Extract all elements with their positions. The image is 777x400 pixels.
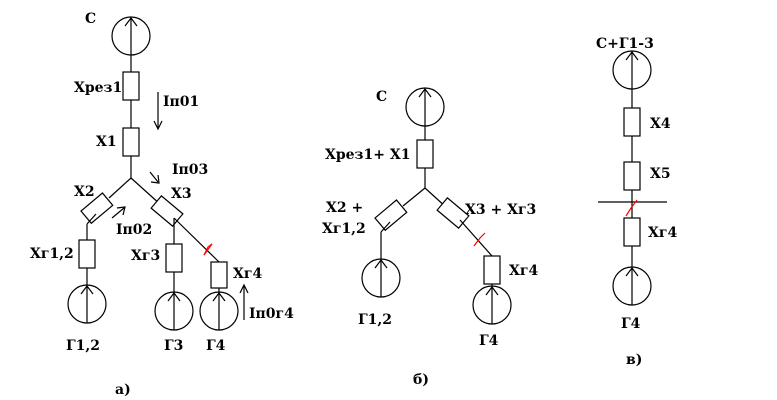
label-x3: Х3 (171, 186, 192, 202)
label-xres1-x1: Хрез1+ Х1 (325, 147, 410, 163)
generator-g3-a (154, 291, 194, 331)
label-g12-b: Г1,2 (358, 312, 392, 328)
caption-c: в) (626, 352, 642, 368)
reactance-xg4-c (623, 217, 641, 247)
reactance-x4 (623, 107, 641, 137)
fault-mark-c (625, 199, 638, 217)
reactance-xres1-x1 (416, 139, 434, 169)
reactance-x5 (623, 161, 641, 191)
label-ip03: Iп03 (172, 162, 208, 178)
label-x3-xg3: Х3 + Хг3 (465, 202, 536, 218)
reactance-xg4-a (210, 261, 228, 289)
diagram-c: С+Г1-3 Х4 Х5 Хг4 Г4 в) (596, 36, 677, 368)
label-x2-line2: Хг1,2 (322, 221, 366, 237)
reactance-x2 (80, 192, 114, 225)
generator-g4-a (199, 291, 239, 331)
reactance-x1 (122, 127, 140, 157)
label-xg4-b: Хг4 (509, 263, 538, 279)
label-source-c-a: С (85, 11, 96, 27)
reactance-x2-xg12 (374, 199, 408, 232)
source-c-b (405, 87, 445, 127)
generator-g12-a (67, 284, 107, 324)
generator-g4-c (612, 266, 652, 306)
current-arrow-ip0g4 (239, 283, 249, 320)
reactance-xg3 (165, 243, 183, 273)
label-g3-a: Г3 (164, 338, 183, 354)
label-xg4-c: Хг4 (648, 225, 677, 241)
generator-g12-b (361, 258, 401, 298)
label-x5: Х5 (650, 166, 671, 182)
current-arrow-ip02 (111, 206, 126, 219)
diagram-b: С Хрез1+ Х1 Х2 + Хг1,2 Х3 + Хг3 Хг4 Г1,2… (322, 87, 538, 388)
caption-b: б) (413, 372, 429, 388)
label-xg12: Хг1,2 (30, 246, 74, 262)
label-x1: Х1 (96, 134, 117, 150)
label-source-c-b: С (376, 89, 387, 105)
fault-mark-b (473, 232, 486, 247)
reactance-xg4-b (483, 255, 501, 285)
source-c-g13 (612, 50, 652, 90)
source-c-a (111, 16, 151, 56)
diagram-a: С Хрез1 Iп01 Х1 Iп03 Х2 Х3 Iп02 Хг1,2 Хг… (30, 11, 294, 398)
label-ip0g4: Iп0г4 (249, 306, 294, 322)
label-xres1: Хрез1 (74, 80, 122, 96)
current-arrow-ip01 (153, 92, 163, 131)
label-g4-b: Г4 (479, 333, 499, 349)
current-arrow-ip03 (149, 171, 160, 184)
label-xg3: Хг3 (131, 248, 160, 264)
generator-g4-b (472, 285, 512, 325)
reactance-xg12 (78, 239, 96, 269)
label-xg4-a: Хг4 (233, 266, 262, 282)
reactor-xres1 (122, 71, 140, 101)
label-x4: Х4 (650, 116, 671, 132)
caption-a: а) (115, 382, 131, 398)
label-source-c-g13: С+Г1-3 (596, 36, 654, 52)
label-ip02: Iп02 (116, 222, 152, 238)
label-ip01: Iп01 (163, 94, 199, 110)
label-g12-a: Г1,2 (66, 338, 100, 354)
label-g4-a: Г4 (206, 338, 226, 354)
label-x2-line1: Х2 + (326, 200, 363, 216)
label-x2: Х2 (74, 184, 95, 200)
label-g4-c: Г4 (621, 316, 641, 332)
